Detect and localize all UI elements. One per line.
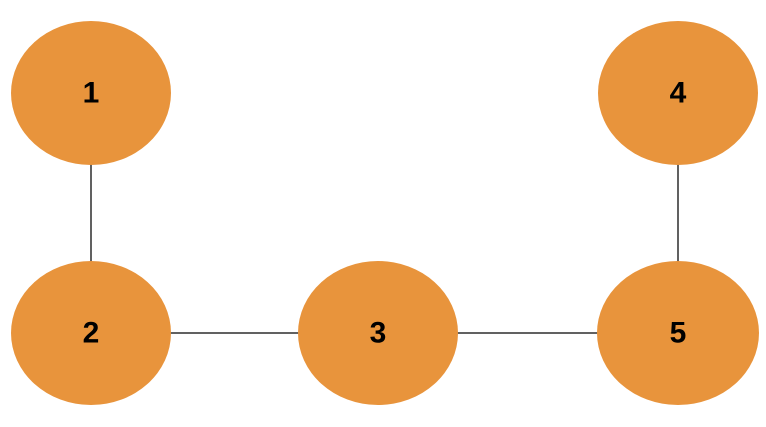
graph-node-shape-3[interactable] <box>298 261 458 405</box>
graph-node-1[interactable]: 1 <box>11 21 171 165</box>
graph-node-shape-2[interactable] <box>11 261 171 405</box>
graph-node-2[interactable]: 2 <box>11 261 171 405</box>
graph-node-shape-5[interactable] <box>597 261 759 405</box>
graph-node-3[interactable]: 3 <box>298 261 458 405</box>
graph-node-5[interactable]: 5 <box>597 261 759 405</box>
graph-node-shape-4[interactable] <box>598 21 758 165</box>
graph-node-4[interactable]: 4 <box>598 21 758 165</box>
graph-node-shape-1[interactable] <box>11 21 171 165</box>
